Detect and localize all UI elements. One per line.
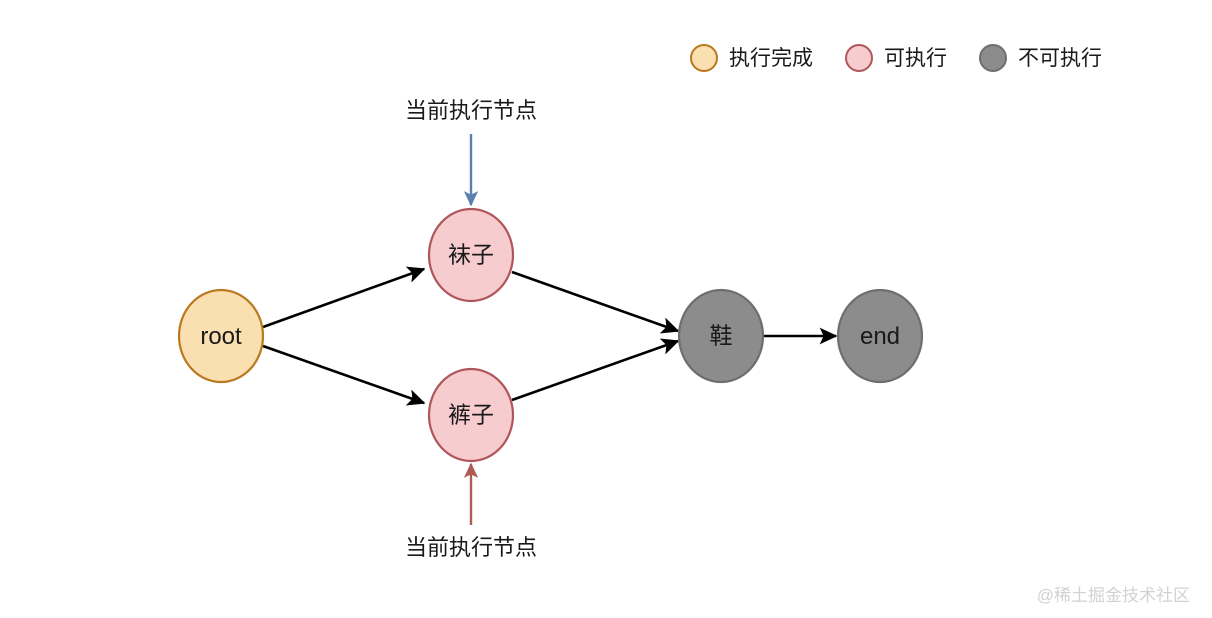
edge-layer bbox=[262, 266, 838, 406]
circle-icon bbox=[979, 44, 1007, 72]
legend-label-completed: 执行完成 bbox=[729, 46, 813, 70]
edge-root-to-socks bbox=[262, 266, 426, 329]
node-end[interactable] bbox=[836, 288, 924, 384]
edge-pants-to-shoes bbox=[511, 338, 680, 402]
legend-label-executable: 可执行 bbox=[884, 46, 947, 70]
node-root[interactable] bbox=[177, 288, 265, 384]
legend-item-executable: 可执行 bbox=[845, 44, 947, 72]
annotation-label-bottom: 当前执行节点 bbox=[404, 535, 538, 560]
annotation-label-top: 当前执行节点 bbox=[404, 98, 538, 123]
legend: 执行完成 可执行 不可执行 bbox=[690, 44, 1102, 72]
node-shoes[interactable] bbox=[677, 288, 765, 384]
circle-icon bbox=[845, 44, 873, 72]
node-socks[interactable] bbox=[427, 207, 515, 303]
legend-item-not-executable: 不可执行 bbox=[979, 44, 1102, 72]
node-pants[interactable] bbox=[427, 367, 515, 463]
legend-label-not-executable: 不可执行 bbox=[1018, 46, 1102, 70]
legend-item-completed: 执行完成 bbox=[690, 44, 813, 72]
edge-socks-to-shoes bbox=[511, 270, 680, 334]
edge-root-to-pants bbox=[262, 344, 426, 406]
watermark: @稀土掘金技术社区 bbox=[1036, 586, 1190, 605]
circle-icon bbox=[690, 44, 718, 72]
node-layer bbox=[177, 207, 924, 463]
